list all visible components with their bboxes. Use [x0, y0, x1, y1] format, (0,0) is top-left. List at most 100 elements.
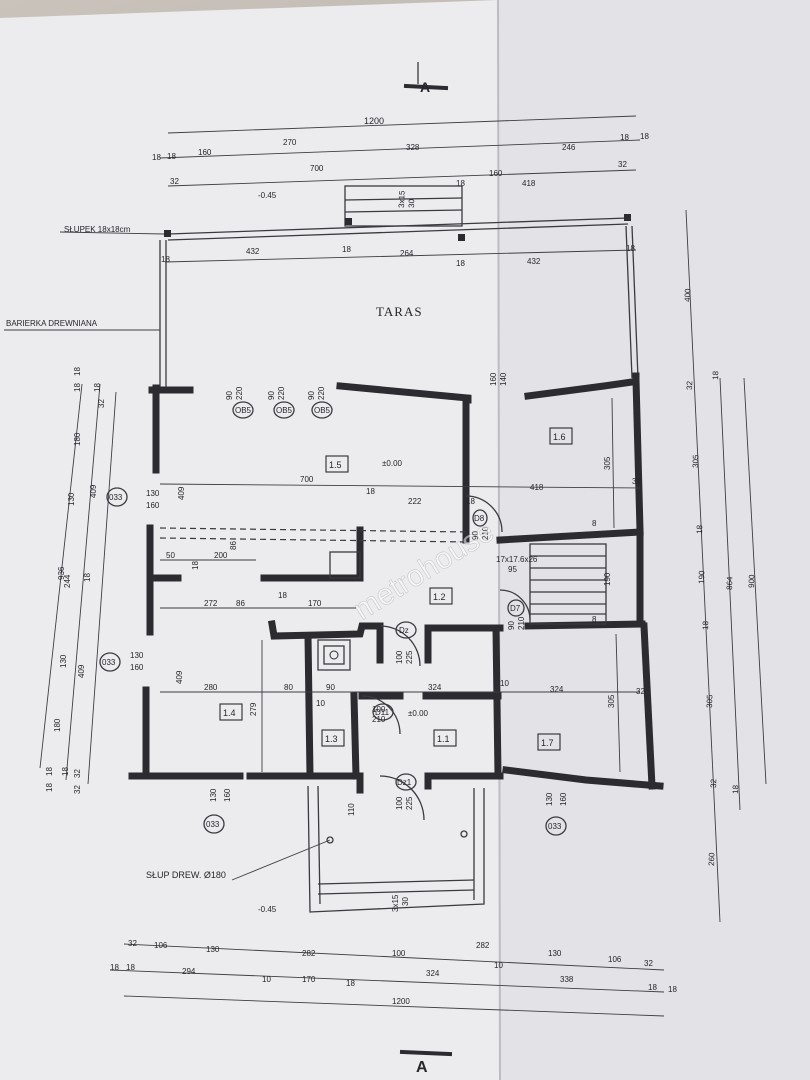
wood-column-label: SŁUP DREW. Ø180 [146, 870, 226, 880]
dim-label: 32 [636, 687, 645, 696]
dim-label: 160 [559, 792, 568, 806]
dim-label: 409 [89, 484, 98, 498]
dim-label: 272 [204, 599, 218, 608]
dim-label: 18 [73, 367, 82, 376]
tag-dz: Dz [399, 626, 409, 635]
dim-label: 130 [209, 788, 218, 802]
dim-label: 10 [500, 679, 509, 688]
dim-label: 18 [366, 487, 375, 496]
dim-label: 220 [317, 386, 326, 400]
dim-label: 324 [428, 683, 442, 692]
dim-label: 160 [130, 663, 144, 672]
dim-label: 279 [249, 702, 258, 716]
terrace-label: TARAS [376, 304, 423, 319]
dim-label: 18 [456, 179, 465, 188]
dim-label: 864 [725, 576, 734, 590]
dim-label: 18 [152, 153, 161, 162]
stove [317, 551, 361, 671]
dim-label: 1200 [364, 116, 384, 126]
dim-label: 18 [83, 573, 92, 582]
tag-033: 033 [548, 822, 562, 831]
dim-label: 90 [307, 391, 316, 400]
dim-label: 1200 [392, 997, 410, 1006]
dim-label: 210 [481, 526, 490, 540]
dim-label: 18 [731, 784, 740, 794]
dim-label: 100 [395, 796, 404, 810]
opening-tags: OB5 OB5 OB5 D8 D7 Dz D11 Dz1 033 033 033… [99, 401, 567, 836]
dim-label: 90 [225, 391, 234, 400]
dim-label: 130 [59, 654, 68, 668]
dim-label: 328 [406, 143, 420, 152]
dim-label: 10 [262, 975, 271, 984]
room-1-2: 1.2 [433, 592, 446, 602]
dim-label: 700 [300, 475, 314, 484]
dim-label: 100 [392, 949, 406, 958]
dim-label: 18 [640, 132, 649, 141]
dim-label: 225 [405, 796, 414, 810]
dim-label: 190 [603, 572, 612, 586]
dim-label: 130 [548, 949, 562, 958]
dim-label: 130 [206, 945, 220, 954]
dim-label: 18 [456, 259, 465, 268]
dim-label: 324 [550, 685, 564, 694]
dim-label: 32 [632, 477, 641, 486]
bottom-dimensions: 32 106 130 282 100 282 130 106 32 18 18 … [109, 939, 677, 1017]
room-1-1: 1.1 [437, 734, 450, 744]
room-1-6: 1.6 [553, 432, 566, 442]
dim-label: 50 [166, 551, 175, 560]
dim-label: 106 [154, 941, 168, 950]
dim-label: 100 [395, 650, 404, 664]
dim-label: 110 [347, 803, 356, 816]
paper-right-page [498, 0, 810, 1080]
dim-label: 170 [308, 599, 322, 608]
beam-dashed [159, 527, 471, 533]
tag-d8: D8 [474, 514, 485, 523]
paper-left-page [0, 0, 500, 1080]
dim-label: 32 [73, 785, 82, 794]
dim-label: 190 [697, 570, 706, 584]
dim-label: 18 [466, 497, 475, 506]
dim-label: 18 [620, 133, 629, 142]
dim-label: 170 [302, 975, 316, 984]
dim-label: 18 [278, 591, 287, 600]
dim-label: 18 [45, 783, 54, 792]
post-label: SŁUPEK 18x18cm [64, 225, 131, 234]
tag-033: 033 [206, 820, 220, 829]
tag-d11: D11 [375, 708, 390, 717]
room-1-3: 1.3 [325, 734, 338, 744]
dim-label: 409 [177, 486, 186, 500]
dim-label: 32 [709, 778, 718, 788]
dim-label: 700 [310, 164, 324, 173]
dim-label: 32 [170, 177, 179, 186]
dim-label: 225 [405, 650, 414, 664]
room-1-5: 1.5 [329, 460, 342, 470]
dim-label: 86 [229, 541, 238, 550]
dim-label: 900 [747, 574, 756, 588]
dim-label: 210 [517, 616, 526, 630]
level-room-1-5: ±0.00 [382, 459, 403, 468]
dim-label: 418 [530, 483, 544, 492]
tag-dz1: Dz1 [397, 778, 412, 787]
dim-label: 90 [471, 531, 480, 540]
dim-label: 180 [53, 718, 62, 732]
room-1-7: 1.7 [541, 738, 554, 748]
dim-label: 305 [607, 694, 616, 708]
dim-label: 32 [97, 399, 106, 408]
dim-label: 90 [267, 391, 276, 400]
dim-label: 18 [167, 152, 176, 161]
dim-label: 432 [246, 247, 260, 256]
dim-label: 305 [691, 454, 700, 468]
dim-label: 8 [592, 519, 597, 528]
left-dimensions: 936 18 18 18 18 180 130 244 130 180 18 1… [39, 367, 186, 794]
dim-label: 32 [685, 380, 694, 390]
dim-label: 90 [326, 683, 335, 692]
tag-d7: D7 [510, 604, 521, 613]
dim-label: 305 [603, 456, 612, 470]
dim-label: 18 [626, 244, 635, 253]
tag-033: 033 [109, 493, 123, 502]
dim-label: 30 [401, 897, 410, 906]
dim-label: 400 [683, 288, 692, 302]
dim-label: 32 [73, 769, 82, 778]
dim-label: 80 [284, 683, 293, 692]
dim-label: 18 [110, 963, 119, 972]
